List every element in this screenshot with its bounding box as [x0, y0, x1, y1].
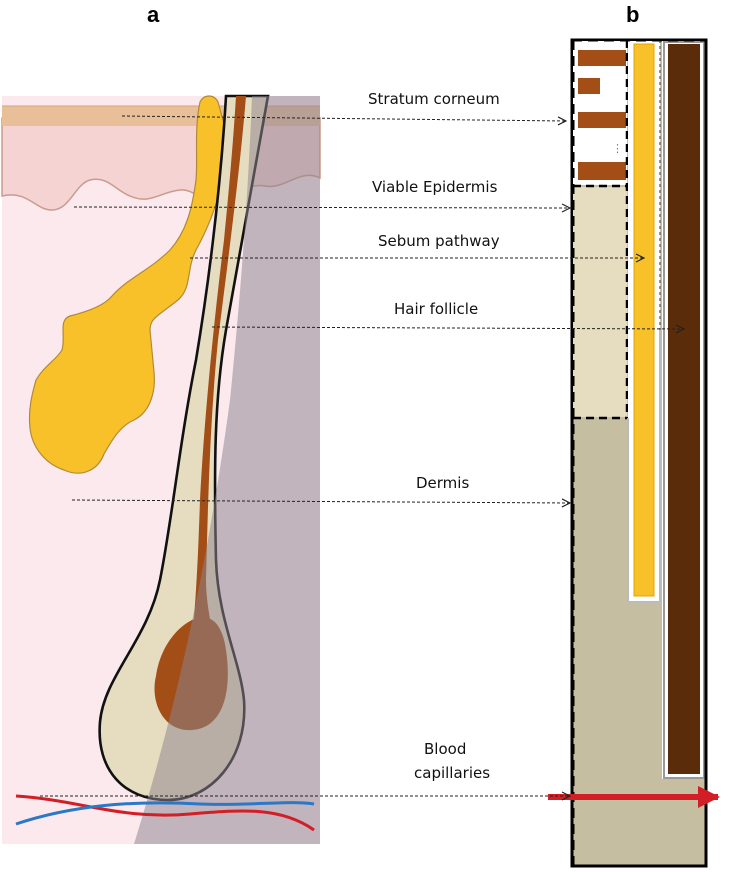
- hair-follicle-compartment: [668, 44, 700, 774]
- label-blood-capillaries-line1: Blood: [424, 740, 467, 758]
- label-dermis: Dermis: [416, 474, 470, 492]
- blood-capillary-blue: [15, 801, 315, 826]
- blood-capillary-red: [15, 794, 315, 832]
- follicle-overlay: [134, 96, 320, 844]
- arrow-hair-follicle: [211, 327, 684, 329]
- arrow-viable-epidermis: [73, 207, 570, 208]
- label-blood-capillaries-line2: capillaries: [414, 764, 491, 782]
- arrow-stratum-corneum: [121, 115, 566, 121]
- panel-b-model: ⋮: [548, 38, 720, 868]
- sebum-pathway-compartment: [633, 43, 655, 597]
- svg-text:⋮: ⋮: [612, 142, 623, 155]
- hair-shaft: [192, 96, 246, 640]
- arrow-dermis: [71, 500, 570, 503]
- label-hair-follicle: Hair follicle: [394, 300, 479, 318]
- viable-epidermis-compartment: [573, 187, 627, 417]
- panel-a-illustration: [1, 94, 321, 844]
- label-sebum-pathway: Sebum pathway: [378, 232, 500, 250]
- panel-a-letter: a: [147, 2, 160, 27]
- label-viable-epidermis: Viable Epidermis: [372, 178, 498, 196]
- connector-arrows: [40, 115, 684, 796]
- sebaceous-gland: [28, 95, 227, 474]
- panel-b-letter: b: [626, 2, 640, 27]
- label-stratum-corneum: Stratum corneum: [368, 90, 500, 108]
